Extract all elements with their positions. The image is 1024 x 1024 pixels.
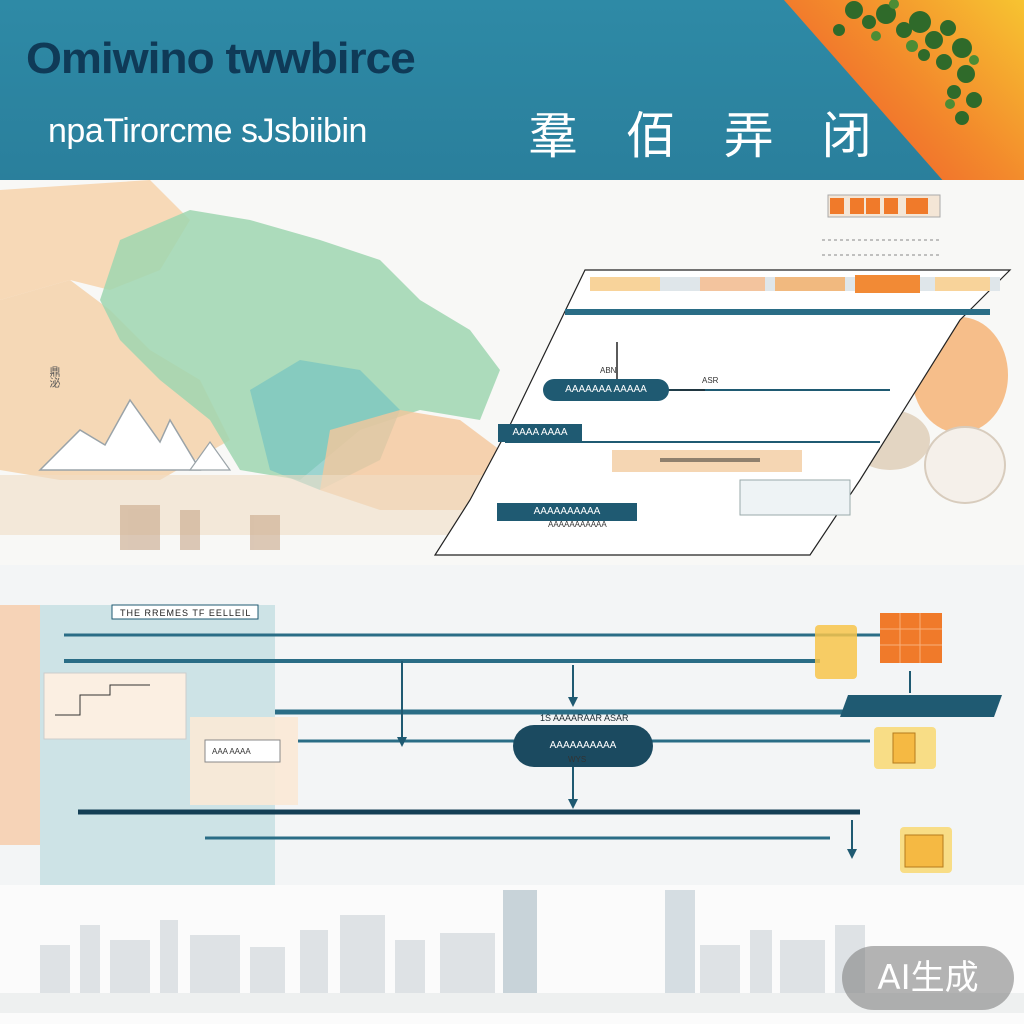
- panel-bar-label: AAAA AAAA: [498, 424, 582, 442]
- flow-header-bar: [839, 695, 1003, 717]
- panel-sub-row: AAAAAAAAAAA: [548, 520, 607, 529]
- orange-grid-icon: [827, 194, 941, 218]
- map-caption: 鼎泌: [48, 366, 60, 388]
- flow-diagram: THE RREMES TF EELLEIL 1S AAAARAAR ASAR A…: [0, 565, 1024, 885]
- flow-heading: THE RREMES TF EELLEIL: [120, 608, 252, 618]
- ai-generated-badge: AI生成: [842, 946, 1014, 1010]
- map-illustration: 鼎泌 AAAAAAA AAAAA AAAA AAAA AAAAAAAAAA AB…: [0, 180, 1024, 565]
- panel-bar-label-wide: AAAAAAAAAA: [497, 503, 637, 521]
- flow-note: AAA AAAA: [212, 747, 251, 756]
- flow-node-label: 1S AAAARAAR ASAR: [540, 713, 629, 723]
- page-title: Omiwino twwbirce: [26, 34, 416, 83]
- header-banner: Omiwino twwbirce npaTirorcme sJsbiibin 羣…: [0, 0, 1024, 180]
- foliage-decoration-icon: [833, 0, 982, 125]
- flow-node-sub: WYS: [568, 755, 587, 764]
- panel-pill-label: AAAAAAA AAAAA: [543, 379, 669, 401]
- page-title-cjk: 羣 佰 弄 闭: [528, 107, 888, 165]
- skyline-shapes: [0, 890, 1024, 1013]
- map-shapes: [0, 180, 1012, 556]
- panel-row-label: ASR: [702, 376, 719, 385]
- panel-top-marker: ABN: [600, 366, 617, 375]
- flow-lines: [0, 604, 952, 885]
- page-subtitle: npaTirorcme sJsbiibin: [48, 112, 367, 150]
- orange-grid-icon: [880, 613, 942, 663]
- flow-node-pill: AAAAAAAAAA: [513, 725, 653, 767]
